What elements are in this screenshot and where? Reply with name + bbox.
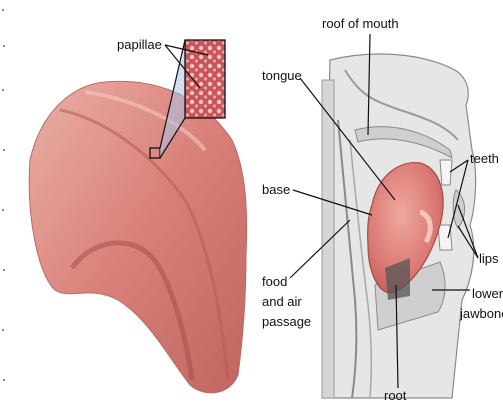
left-edge-marks: [2, 9, 5, 381]
label-papillae: papillae: [117, 37, 162, 52]
label-food-line3: passage: [262, 314, 311, 329]
label-tongue: tongue: [262, 68, 302, 83]
vertebrae: [322, 80, 334, 398]
tongue-illustration: [29, 81, 246, 393]
label-roof-of-mouth: roof of mouth: [322, 16, 399, 31]
upper-teeth: [440, 160, 452, 185]
label-base: base: [262, 182, 290, 197]
tongue-body: [29, 81, 246, 393]
label-lower-line1: lower: [472, 286, 503, 301]
label-lips: lips: [479, 251, 499, 266]
mouth-cross-section: [322, 54, 476, 398]
label-root: root: [384, 388, 407, 403]
label-food-line1: food: [262, 274, 287, 289]
label-teeth: teeth: [470, 151, 499, 166]
label-food-line2: and air: [262, 294, 302, 309]
papillae-inset: [185, 40, 225, 118]
label-lower-line2: jawbone: [459, 306, 503, 321]
